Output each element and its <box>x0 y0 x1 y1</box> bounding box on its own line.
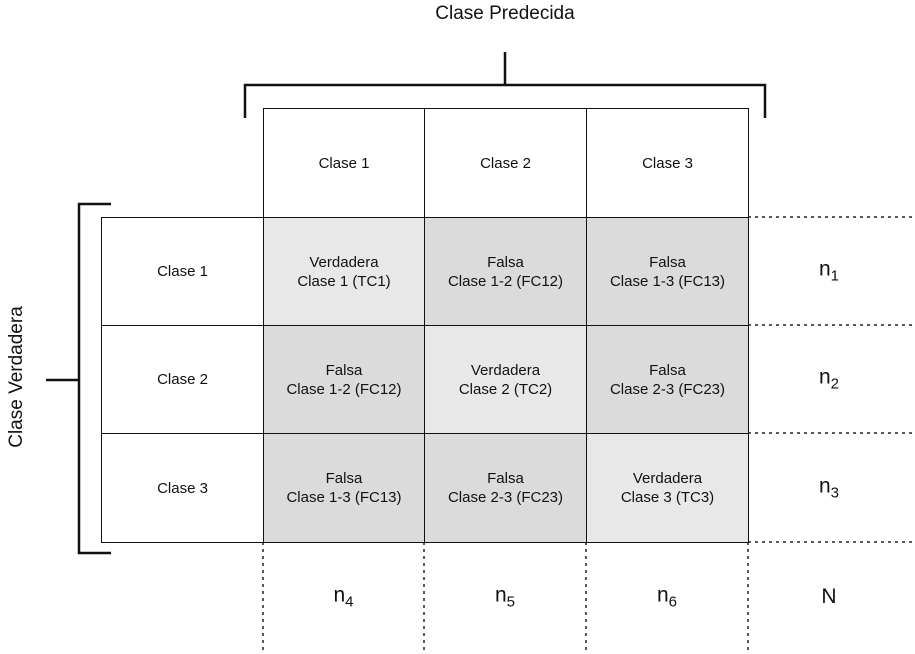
matrix-cell-3-3: Verdadera Clase 3 (TC3) <box>586 433 749 543</box>
row-total-1-symbol: n <box>818 257 831 281</box>
matrix-cell-3-3-label: Verdadera Clase 3 (TC3) <box>620 470 715 506</box>
matrix-cell-2-1: Falsa Clase 1-2 (FC12) <box>263 325 425 434</box>
grand-total: N <box>821 585 837 608</box>
row-total-2-subscript: 2 <box>830 375 840 393</box>
column-total-2: n5 <box>495 584 515 611</box>
matrix-cell-1-3: Falsa Clase 1-3 (FC13) <box>586 217 749 326</box>
row-total-3: n3 <box>819 474 839 501</box>
predicted-class-header-1: Clase 1 <box>263 108 425 218</box>
predicted-class-header-2: Clase 2 <box>424 108 587 218</box>
matrix-cell-2-3-label: Falsa Clase 2-3 (FC23) <box>609 361 726 398</box>
column-total-3: n6 <box>657 584 677 611</box>
matrix-cell-1-2-label: Falsa Clase 1-2 (FC12) <box>447 253 564 290</box>
matrix-cell-2-1-label: Falsa Clase 1-2 (FC12) <box>286 361 402 398</box>
column-total-1: n4 <box>333 584 353 611</box>
row-total-3-subscript: 3 <box>830 484 840 501</box>
predicted-bracket <box>243 52 767 118</box>
predicted-class-title: Clase Predecida <box>435 3 575 24</box>
row-total-1-subscript: 1 <box>830 267 840 285</box>
column-total-2-subscript: 5 <box>506 593 516 611</box>
true-class-title: Clase Verdadera <box>6 306 27 448</box>
true-class-label-3: Clase 3 <box>101 433 264 543</box>
column-total-1-symbol: n <box>333 583 346 607</box>
matrix-cell-2-3: Falsa Clase 2-3 (FC23) <box>586 325 749 434</box>
dotted-guides <box>262 216 912 652</box>
column-total-1-subscript: 4 <box>345 593 354 611</box>
matrix-cell-1-1-label: Verdadera Clase 1 (TC1) <box>297 253 391 290</box>
matrix-cell-3-2: Falsa Clase 2-3 (FC23) <box>424 433 587 543</box>
matrix-cell-1-1: Verdadera Clase 1 (TC1) <box>263 217 425 326</box>
matrix-cell-3-2-label: Falsa Clase 2-3 (FC23) <box>447 470 564 506</box>
matrix-cell-3-1: Falsa Clase 1-3 (FC13) <box>263 433 425 543</box>
matrix-cell-2-2: Verdadera Clase 2 (TC2) <box>424 325 587 434</box>
true-class-label-1-label: Clase 1 <box>157 263 208 280</box>
row-total-1: n1 <box>819 258 839 285</box>
predicted-class-header-2-label: Clase 2 <box>480 154 531 172</box>
matrix-cell-2-2-label: Verdadera Clase 2 (TC2) <box>458 361 553 398</box>
true-class-label-1: Clase 1 <box>101 217 264 326</box>
column-total-2-symbol: n <box>494 583 507 607</box>
row-total-2-symbol: n <box>818 365 831 389</box>
predicted-class-header-1-label: Clase 1 <box>318 154 370 172</box>
matrix-cell-1-3-label: Falsa Clase 1-3 (FC13) <box>609 253 726 290</box>
true-bracket <box>46 202 111 555</box>
true-class-label-2: Clase 2 <box>101 325 264 434</box>
true-class-label-3-label: Clase 3 <box>157 479 208 497</box>
row-total-2: n2 <box>819 366 839 393</box>
matrix-cell-3-1-label: Falsa Clase 1-3 (FC13) <box>286 470 402 506</box>
column-total-3-subscript: 6 <box>668 593 678 611</box>
row-total-3-symbol: n <box>818 474 831 497</box>
column-total-3-symbol: n <box>656 583 669 607</box>
true-class-label-2-label: Clase 2 <box>157 371 208 388</box>
matrix-cell-1-2: Falsa Clase 1-2 (FC12) <box>424 217 587 326</box>
predicted-class-header-3: Clase 3 <box>586 108 749 218</box>
predicted-class-header-3-label: Clase 3 <box>642 154 693 172</box>
